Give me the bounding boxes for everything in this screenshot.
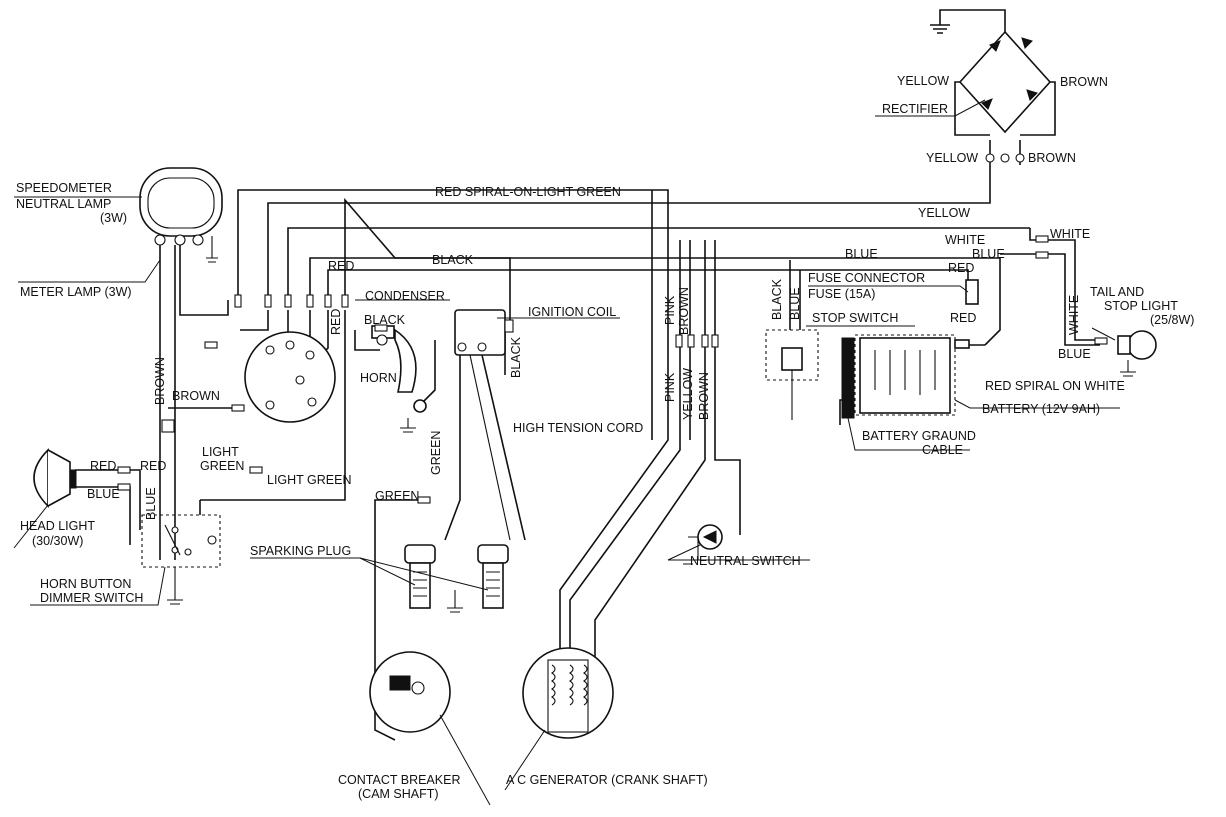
wire-label-red-top: RED: [328, 259, 354, 273]
tail-stop-light: [1091, 327, 1157, 377]
label-neutral-switch: NEUTRAL SWITCH: [690, 554, 801, 568]
wire-color-labels: RED SPIRAL-ON-LIGHT GREEN YELLOW YELLOW …: [87, 74, 1108, 520]
wire-label-green-vertical: GREEN: [429, 431, 443, 475]
wire-label-blue-right: BLUE: [972, 247, 1005, 261]
wire-label-brown-lower-vertical: BROWN: [697, 372, 711, 420]
label-tail-stop-light-1: TAIL AND: [1090, 285, 1144, 299]
wire-label-blue-main: BLUE: [845, 247, 878, 261]
wire-label-yellow-main: YELLOW: [918, 206, 970, 220]
horn-button-dimmer-switch: [30, 514, 221, 606]
wire-label-red-headlight-2: RED: [140, 459, 166, 473]
label-red-spiral-on-white: RED SPIRAL ON WHITE: [985, 379, 1125, 393]
wire-label-red-headlight: RED: [90, 459, 116, 473]
wire-label-red-spiral-light-green: RED SPIRAL-ON-LIGHT GREEN: [435, 185, 621, 199]
label-sparking-plug: SPARKING PLUG: [250, 544, 351, 558]
wire-label-white-main: WHITE: [945, 233, 985, 247]
label-fuse: FUSE (15A): [808, 287, 875, 301]
wire-label-green: GREEN: [200, 459, 244, 473]
label-neutral-lamp: NEUTRAL LAMP: [16, 197, 111, 211]
wire-label-black-coil: BLACK: [509, 336, 523, 378]
label-contact-breaker: CONTACT BREAKER: [338, 773, 460, 787]
label-condenser: CONDENSER: [365, 289, 445, 303]
label-contact-breaker-sub: (CAM SHAFT): [358, 787, 439, 801]
contact-breaker: [369, 651, 491, 806]
speedometer: [14, 167, 223, 283]
wire-label-pink-upper: PINK: [663, 295, 677, 325]
wire-label-blue-tail: BLUE: [1058, 347, 1091, 361]
label-meter-lamp: METER LAMP (3W): [20, 285, 132, 299]
ac-generator: [504, 647, 614, 791]
wire-label-yellow-lower-vertical: YELLOW: [681, 368, 695, 420]
label-head-light: HEAD LIGHT: [20, 519, 95, 533]
battery: [841, 334, 1120, 451]
label-fuse-connector: FUSE CONNECTOR: [808, 271, 925, 285]
wire-label-blue-stop: BLUE: [788, 287, 802, 320]
wire-label-yellow-lower: YELLOW: [926, 151, 978, 165]
wire-label-brown-switch: BROWN: [172, 389, 220, 403]
wire-label-brown-lower: BROWN: [1028, 151, 1076, 165]
ignition-switch: [244, 331, 336, 423]
wire-label-brown-vertical: BROWN: [153, 357, 167, 405]
label-battery-ground-1: BATTERY GRAUND: [862, 429, 976, 443]
label-speedometer: SPEEDOMETER: [16, 181, 112, 195]
wire-label-green-breaker: GREEN: [375, 489, 419, 503]
rectifier: [875, 9, 1056, 163]
label-horn: HORN: [360, 371, 397, 385]
wire-label-pink-lower: PINK: [663, 372, 677, 402]
wire-label-red-fuse: RED: [948, 261, 974, 275]
wire-label-yellow-rectifier: YELLOW: [897, 74, 949, 88]
label-neutral-lamp-rating: (3W): [100, 211, 127, 225]
label-ignition-coil: IGNITION COIL: [528, 305, 616, 319]
label-stop-switch: STOP SWITCH: [812, 311, 898, 325]
wire-label-red-vertical: RED: [329, 309, 343, 335]
wire-label-white-vertical: WHITE: [1067, 295, 1081, 335]
wire-label-blue-dimmer: BLUE: [144, 487, 158, 520]
label-high-tension-cord: HIGH TENSION CORD: [513, 421, 643, 435]
label-horn-button: HORN BUTTON: [40, 577, 131, 591]
wire-label-red-battery: RED: [950, 311, 976, 325]
wire-label-black-condenser: BLACK: [364, 313, 406, 327]
wire-connectors: [117, 235, 1108, 504]
wire-label-light-green: LIGHT GREEN: [267, 473, 352, 487]
wire-label-brown-rectifier: BROWN: [1060, 75, 1108, 89]
component-labels: SPEEDOMETER NEUTRAL LAMP (3W) METER LAMP…: [16, 102, 1194, 801]
sparking-plugs: [250, 544, 509, 613]
wire-label-light: LIGHT: [202, 445, 239, 459]
condenser-horn: [355, 299, 450, 433]
label-rectifier: RECTIFIER: [882, 102, 948, 116]
label-tail-stop-light-rating: (25/8W): [1150, 313, 1194, 327]
label-ac-generator: A C GENERATOR (CRANK SHAFT): [506, 773, 708, 787]
fuse-stop-switch: [765, 279, 979, 420]
neutral-switch: [667, 524, 810, 565]
wire-label-black-stop: BLACK: [770, 278, 784, 320]
label-dimmer-switch: DIMMER SWITCH: [40, 591, 143, 605]
wire-label-brown-upper: BROWN: [677, 287, 691, 335]
head-light: [13, 448, 77, 549]
wire-label-black-main: BLACK: [432, 253, 474, 267]
label-battery: BATTERY (12V 9AH): [982, 402, 1100, 416]
label-tail-stop-light-2: STOP LIGHT: [1104, 299, 1178, 313]
label-battery-ground-2: CABLE: [922, 443, 963, 457]
ignition-coil: [454, 309, 620, 356]
label-head-light-rating: (30/30W): [32, 534, 83, 548]
wire-label-white-tail: WHITE: [1050, 227, 1090, 241]
wire-label-blue-headlight: BLUE: [87, 487, 120, 501]
